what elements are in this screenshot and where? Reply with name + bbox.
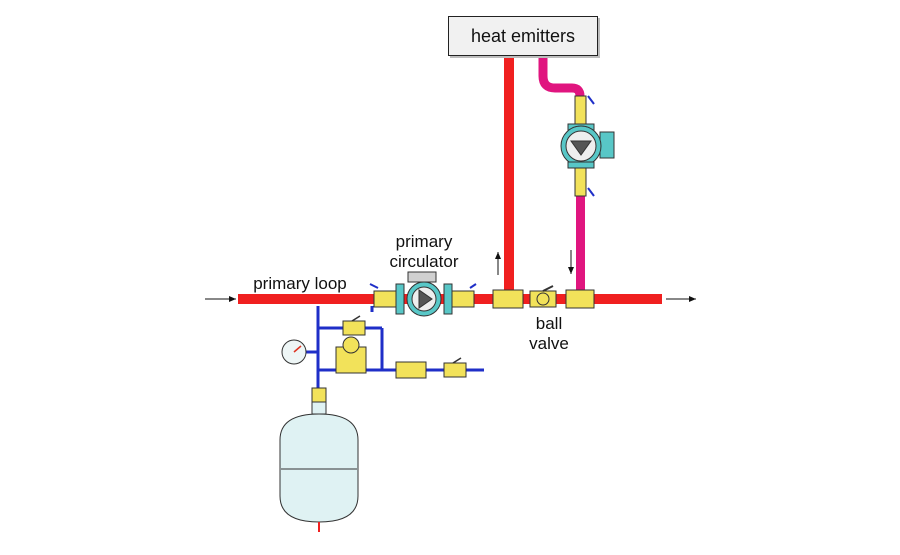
tank-valve — [311, 387, 327, 403]
expansion-tank-icon — [279, 401, 359, 532]
flow-arrows — [205, 250, 696, 302]
primary-circulator-pump — [369, 271, 477, 317]
makeup-ball-valve — [342, 320, 366, 336]
makeup-water-assembly — [311, 315, 467, 403]
fittings — [492, 285, 595, 309]
ball-valve-label: ball valve — [529, 314, 569, 353]
inlet-ball-valve — [443, 362, 467, 378]
circulator-pump-icon — [418, 289, 433, 309]
primary-loop-label: primary loop — [253, 274, 347, 293]
return-pipe — [538, 55, 585, 295]
backflow-preventer — [395, 361, 427, 379]
emitter-circulator — [560, 95, 615, 197]
heat-emitters-box: heat emitters — [448, 16, 598, 56]
pressure-gauge-icon — [281, 339, 307, 365]
supply-tee — [492, 289, 524, 309]
primary-circulator-label: primary circulator — [389, 232, 459, 271]
return-tee — [565, 289, 595, 309]
